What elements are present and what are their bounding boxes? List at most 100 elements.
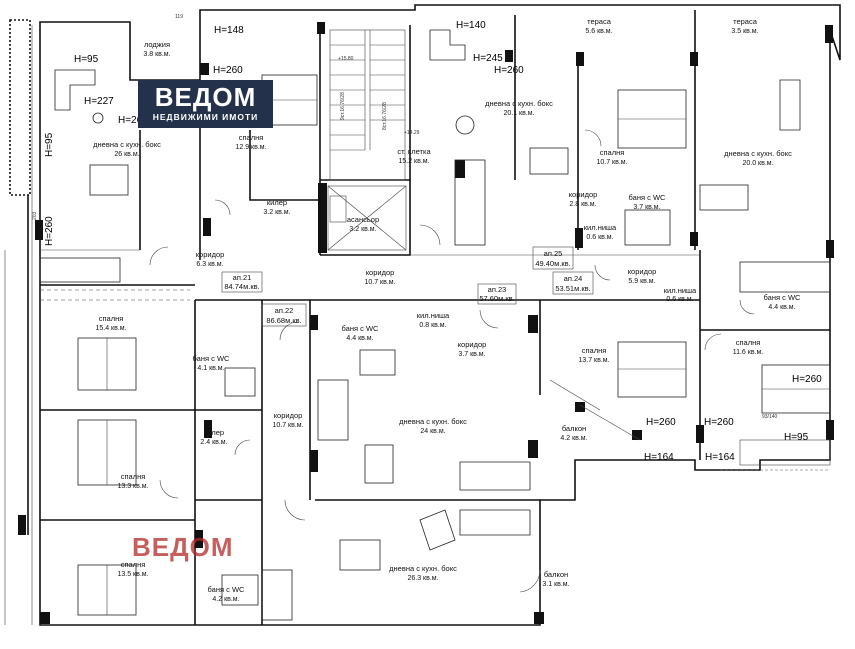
room-spalnia-w3-name: спалня (121, 560, 146, 569)
room-kil-nisha-c-area: 0.8 кв.м. (419, 322, 446, 329)
room-bania-w-area: 4.1 кв.м. (197, 365, 224, 372)
stair-note: 9ст.16.76/28 (340, 92, 346, 120)
logo-sub-text: НЕДВИЖИМИ ИМОТИ (152, 112, 259, 122)
apt-24-area: 53.51м.кв. (555, 284, 590, 293)
room-koridor-n25-area: 2.8 кв.м. (569, 201, 596, 208)
room-dnevna-n-name: дневна с кухн. бокс (485, 99, 553, 108)
room-koridor-e-name: коридор (628, 267, 657, 276)
apt-21-area: 84.74м.кв. (224, 282, 259, 291)
room-kiler-w-name: килер (204, 428, 224, 437)
room-dnevna-s-area: 26.3 кв.м. (407, 575, 438, 582)
room-kil-nisha-c-name: кил.ниша (417, 311, 450, 320)
room-labels: лоджия 3.8 кв.м. дневна с кухн. бокс 26 … (93, 17, 801, 603)
room-bania-sw-name: баня с WC (208, 585, 245, 594)
room-koridor-c2-area: 3.7 кв.м. (458, 351, 485, 358)
room-bania-e-name: баня с WC (764, 293, 801, 302)
room-bania-sw-area: 4.2 кв.м. (212, 596, 239, 603)
height-marks: H=148 H=260 H=95 H=227 H=26 H=260 H=140 … (44, 20, 822, 463)
stair-annotations: 9ст.16.76/28 8ст.16.76/28 +15.80 +14.29 … (32, 14, 778, 420)
height-mark: H=95 (44, 132, 55, 157)
room-spalnia-c-area: 13.7 кв.м. (578, 357, 609, 364)
height-mark: H=164 (644, 452, 674, 463)
height-mark: H=260 (213, 65, 243, 76)
columns (18, 22, 834, 624)
apartment-labels: ап.21 84.74м.кв. ап.22 86.68м.кв. ап.23 … (221, 246, 594, 327)
height-mark: H=260 (704, 417, 734, 428)
room-kil-nisha-n-area: 0.6 кв.м. (586, 234, 613, 241)
room-dnevna-c-name: дневна с кухн. бокс (399, 417, 467, 426)
stair-note: 8ст.16.76/28 (382, 102, 388, 130)
room-st-kletka-area: 15.2 кв.м. (398, 158, 429, 165)
room-kiler-n-area: 3.2 кв.м. (263, 209, 290, 216)
room-spalnia-n1-area: 12.9 кв.м. (235, 144, 266, 151)
room-koridor-e-area: 5.9 кв.м. (628, 278, 655, 285)
room-terasa-ne-name: тераса (733, 17, 758, 26)
height-mark: H=260 (44, 216, 55, 246)
room-koridor-w2-name: коридор (274, 411, 303, 420)
room-bania-c-area: 4.4 кв.м. (346, 335, 373, 342)
apt-22-area: 86.68м.кв. (266, 316, 301, 325)
room-dnevna-nw-area: 26 кв.м. (114, 151, 139, 158)
room-dnevna-n-area: 20.1 кв.м. (503, 110, 534, 117)
room-spalnia-w2-name: спалня (121, 472, 146, 481)
room-spalnia-e-name: спалня (736, 338, 761, 347)
room-st-kletka-name: ст. клетка (397, 147, 431, 156)
height-mark: H=164 (705, 452, 735, 463)
room-spalnia-n2-area: 10.7 кв.м. (596, 159, 627, 166)
room-kiler-w-area: 2.4 кв.м. (200, 439, 227, 446)
room-spalnia-w3-area: 13.5 кв.м. (117, 571, 148, 578)
room-dnevna-s-name: дневна с кухн. бокс (389, 564, 457, 573)
height-mark: H=260 (494, 65, 524, 76)
room-koridor-c-area: 10.7 кв.м. (364, 279, 395, 286)
height-mark: H=245 (473, 53, 503, 64)
room-bania-e-area: 4.4 кв.м. (768, 304, 795, 311)
apt-25-area: 49.40м.кв. (535, 259, 570, 268)
room-spalnia-n1-name: спалня (239, 133, 264, 142)
room-lodzhia-name: лоджия (144, 40, 170, 49)
room-bania-n25-area: 3.7 кв.м. (633, 204, 660, 211)
room-spalnia-e-area: 11.6 кв.м. (733, 349, 764, 356)
stairwell (327, 29, 407, 251)
room-kil-nisha-e-area: 0.6 кв.м. (666, 296, 693, 303)
room-dnevna-ne-area: 20.0 кв.м. (742, 160, 773, 167)
room-balkon-s-name: балкон (544, 570, 568, 579)
room-bania-n25-name: баня с WC (629, 193, 666, 202)
room-terasa-n-area: 5.6 кв.м. (585, 28, 612, 35)
room-asansor-name: асансьор (347, 215, 379, 224)
room-dnevna-ne-name: дневна с кухн. бокс (724, 149, 792, 158)
room-spalnia-w1-area: 15.4 кв.м. (95, 325, 126, 332)
apt-21-name: ап.21 (233, 273, 252, 282)
height-mark: H=260 (792, 374, 822, 385)
room-koridor-n25-name: коридор (569, 190, 598, 199)
room-balkon-s-area: 3.1 кв.м. (542, 581, 569, 588)
room-asansor-area: 3.2 кв.м. (349, 226, 376, 233)
stair-note: +14.29 (404, 130, 420, 136)
apt-25-name: ап.25 (544, 249, 563, 258)
room-dnevna-nw-name: дневна с кухн. бокс (93, 140, 161, 149)
room-spalnia-w1-name: спалня (99, 314, 124, 323)
room-bania-w-name: баня с WC (193, 354, 230, 363)
room-terasa-ne-area: 3.5 кв.м. (731, 28, 758, 35)
small-note: 119 (175, 14, 183, 20)
room-terasa-n-name: тераса (587, 17, 612, 26)
small-note: 203 (32, 211, 38, 220)
logo-main-text: ВЕДОМ (154, 82, 257, 112)
room-balkon-c-area: 4.2 кв.м. (560, 435, 587, 442)
room-dnevna-c-area: 24 кв.м. (420, 428, 445, 435)
room-koridor-c2-name: коридор (458, 340, 487, 349)
height-mark: H=95 (784, 432, 809, 443)
room-spalnia-n2-name: спалня (600, 148, 625, 157)
room-koridor-w2-area: 10.7 кв.м. (272, 422, 303, 429)
stair-note: +15.80 (338, 56, 354, 62)
room-balkon-c-name: балкон (562, 424, 586, 433)
apt-23-area: 57.60м.кв. (479, 294, 514, 303)
height-mark: H=140 (456, 20, 486, 31)
company-logo: ВЕДОМ НЕДВИЖИМИ ИМОТИ (138, 80, 273, 128)
room-spalnia-w2-area: 13.3 кв.м. (117, 483, 148, 490)
apt-23-name: ап.23 (488, 285, 507, 294)
apt-24-name: ап.24 (564, 274, 583, 283)
furniture (39, 29, 831, 621)
room-koridor-w-area: 6.3 кв.м. (196, 261, 223, 268)
apt-22-name: ап.22 (275, 306, 294, 315)
